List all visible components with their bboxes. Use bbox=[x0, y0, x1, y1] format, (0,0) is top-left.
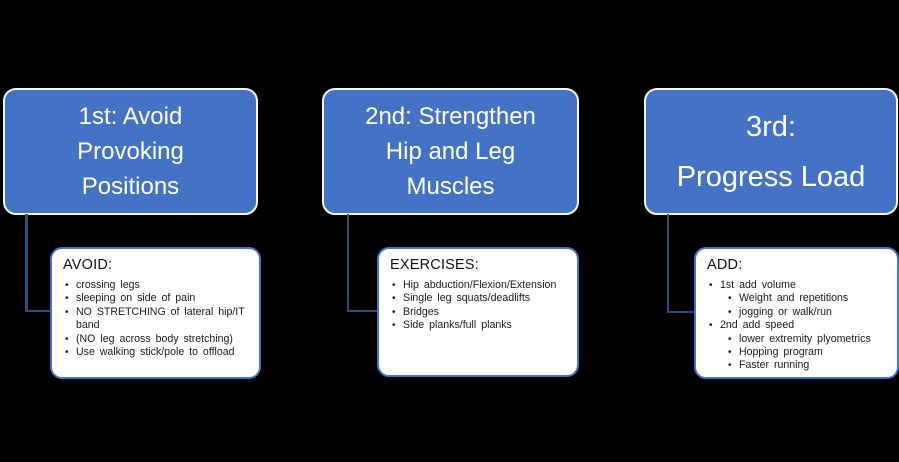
stage-3-detail-box: ADD: • 1st add volume • Weight and repetiti… bbox=[694, 247, 899, 379]
stage-2-title: 2nd: Strengthen Hip and Leg Muscles bbox=[365, 99, 536, 204]
stage-3-detail-heading: ADD: bbox=[707, 257, 743, 273]
bullet-glyph-icon: • bbox=[709, 320, 713, 332]
stage-1-bullet-list: •crossing legs•sleeping on side of pain•… bbox=[62, 279, 251, 359]
bullet-item: • 2nd add speed bbox=[709, 319, 889, 332]
bullet-item: • Weight and repetitions bbox=[728, 292, 889, 305]
bullet-glyph-icon: • bbox=[65, 280, 69, 291]
stage-2-connector-horizontal bbox=[346, 309, 378, 312]
bullet-text: Hip abduction/Flexion/Extension bbox=[403, 279, 557, 291]
bullet-glyph-icon: • bbox=[392, 320, 396, 332]
stage-2-title-line: Hip and Leg bbox=[385, 138, 516, 165]
bullet-glyph-icon: • bbox=[709, 280, 713, 291]
bullet-text: crossing legs bbox=[76, 279, 140, 291]
bullet-item: • 1st add volume bbox=[709, 279, 889, 292]
stage-1-title-line: Positions bbox=[81, 173, 180, 200]
bullet-item: • Use walking stick/pole to offload bbox=[65, 346, 251, 359]
bullet-text: lower extremity plyometrics bbox=[739, 332, 871, 345]
bullet-item: • Hip abduction/Flexion/Extension bbox=[392, 279, 569, 292]
bullet-glyph-icon: • bbox=[728, 360, 732, 372]
bullet-glyph-icon: • bbox=[65, 306, 69, 318]
bullet-glyph-icon: • bbox=[392, 306, 396, 318]
bullet-text: sleeping on side of pain bbox=[76, 292, 196, 305]
stage-2-connector-vertical bbox=[346, 214, 349, 312]
stage-1-title: 1st: Avoid Provoking Positions bbox=[77, 99, 184, 204]
bullet-glyph-icon: • bbox=[65, 333, 69, 345]
bullet-glyph-icon: • bbox=[728, 347, 732, 359]
bullet-text: 2nd add speed bbox=[720, 319, 795, 332]
stage-1-connector-horizontal bbox=[25, 309, 51, 312]
stage-1-header-box: 1st: Avoid Provoking Positions bbox=[3, 88, 258, 215]
bullet-text: Side planks/full planks bbox=[403, 319, 512, 332]
bullet-text: Weight and repetitions bbox=[739, 292, 849, 305]
stage-1-connector-vertical bbox=[25, 214, 28, 312]
stage-3-title-line: Progress Load bbox=[676, 160, 866, 193]
stage-2-header-box: 2nd: Strengthen Hip and Leg Muscles bbox=[322, 88, 579, 215]
bullet-item: • Bridges bbox=[392, 306, 569, 319]
bullet-glyph-icon: • bbox=[728, 293, 732, 305]
bullet-item: • Side planks/full planks bbox=[392, 319, 569, 332]
stage-3-title: 3rd: Progress Load bbox=[677, 102, 866, 202]
bullet-item: • Faster running bbox=[728, 359, 889, 372]
bullet-glyph-icon: • bbox=[392, 280, 396, 291]
bullet-glyph-icon: • bbox=[65, 293, 69, 305]
bullet-text: Hopping program bbox=[739, 346, 823, 359]
bullet-item: • Hopping program bbox=[728, 346, 889, 359]
stage-2-title-line: 2nd: Strengthen bbox=[365, 103, 536, 130]
stage-2-bullet-list: • Hip abduction/Flexion/Extension • Single … bbox=[389, 279, 569, 333]
stage-3-header-box: 3rd: Progress Load bbox=[644, 88, 898, 215]
bullet-glyph-icon: • bbox=[728, 306, 732, 318]
bullet-text: Single leg squats/deadlifts bbox=[403, 292, 531, 305]
bullet-text: Use walking stick/pole to offload bbox=[76, 346, 235, 359]
stage-1-detail-heading: AVOID: bbox=[63, 257, 113, 273]
bullet-text: jogging or walk/run bbox=[739, 305, 832, 318]
bullet-item: • jogging or walk/run bbox=[728, 306, 889, 319]
bullet-text: 1st add volume bbox=[720, 279, 796, 291]
bullet-glyph-icon: • bbox=[392, 293, 396, 305]
stage-3-bullet-list: • 1st add volume • Weight and repetitions • j… bbox=[706, 279, 889, 373]
stage-2-title-line: Muscles bbox=[406, 173, 495, 200]
bullet-item: • NO STRETCHING of lateral hip/IT band bbox=[65, 306, 251, 333]
stage-2-detail-heading: EXERCISES: bbox=[390, 257, 480, 273]
bullet-item: • Single leg squats/deadlifts bbox=[392, 292, 569, 305]
stage-1-title-line: 1st: Avoid bbox=[78, 103, 183, 130]
bullet-item: • sleeping on side of pain bbox=[65, 292, 251, 305]
bullet-text: (NO leg across body stretching) bbox=[76, 332, 233, 345]
stage-1-detail-box: AVOID: • crossing legs • sleeping on side o… bbox=[50, 247, 261, 379]
bullet-glyph-icon: • bbox=[728, 333, 732, 345]
bullet-item: • (NO leg across body stretching) bbox=[65, 333, 251, 346]
stage-3-connector-horizontal bbox=[666, 310, 695, 313]
bullet-text: Bridges bbox=[403, 305, 439, 318]
stage-3-connector-vertical bbox=[666, 214, 669, 313]
bullet-text: Faster running bbox=[739, 359, 810, 372]
bullet-text: NO STRETCHING of lateral hip/IT band bbox=[76, 305, 245, 332]
stage-1-title-line: Provoking bbox=[77, 138, 184, 165]
stage-2-detail-box: EXERCISES: • Hip abduction/Flexion/Extens… bbox=[377, 247, 579, 377]
bullet-glyph-icon: • bbox=[65, 347, 69, 359]
bullet-item: • crossing legs bbox=[65, 279, 251, 292]
stage-3-title-line: 3rd: bbox=[746, 110, 796, 143]
bullet-item: • lower extremity plyometrics bbox=[728, 333, 889, 346]
